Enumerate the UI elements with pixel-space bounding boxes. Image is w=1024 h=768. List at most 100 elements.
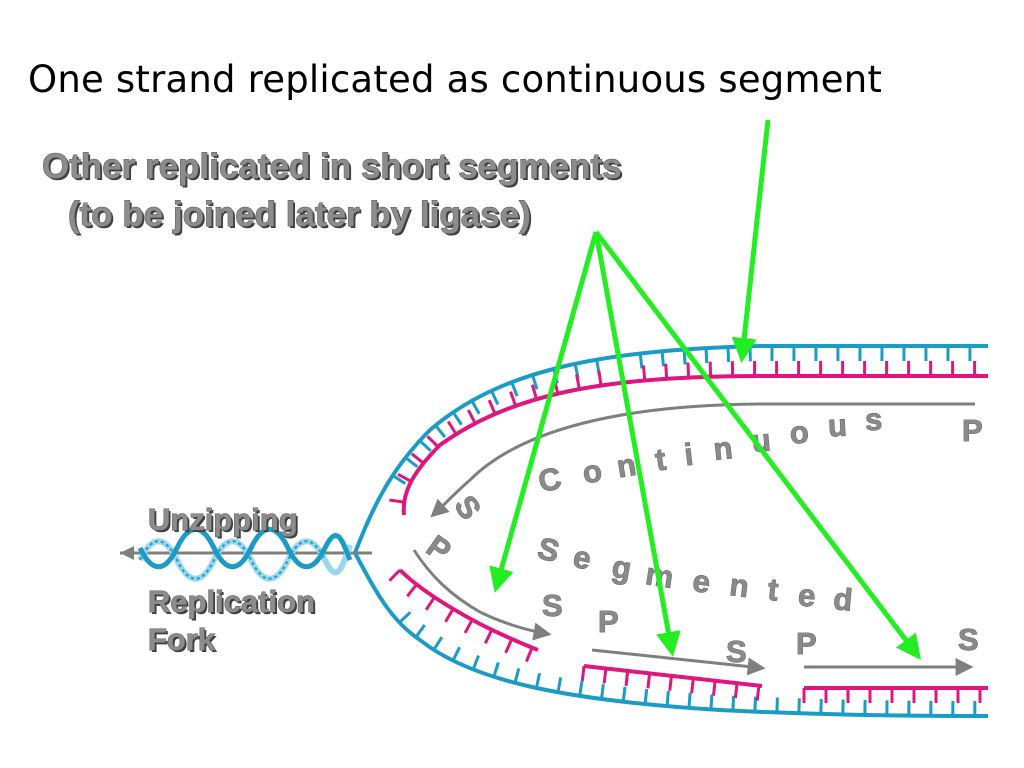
pointer-arrows xyxy=(489,119,922,660)
base-pair-rung xyxy=(643,688,649,705)
base-pair-rung xyxy=(483,629,494,644)
base-pair-rungs xyxy=(388,346,982,716)
segmented-word-letter: g xyxy=(609,549,634,587)
continuous-word-letter: t xyxy=(653,442,668,478)
base-pair-rung xyxy=(709,694,714,710)
unzipping-label-shadow: Unzipping xyxy=(150,504,300,539)
base-pair-rung xyxy=(398,611,412,624)
segmented-word-letter: e xyxy=(690,563,712,600)
continuous-word-letter: i xyxy=(682,437,695,473)
subtitle-line1-shadow: Other replicated in short segments xyxy=(44,149,624,188)
base-pair-rung xyxy=(414,624,426,639)
segmented-word-letter: t xyxy=(766,572,780,608)
base-pair-rung xyxy=(575,374,581,390)
base-pair-rung xyxy=(490,390,500,406)
continuous-word-letter: C xyxy=(535,460,564,499)
base-pair-rung xyxy=(660,351,665,367)
base-pair-rung xyxy=(704,348,709,364)
base-pair-rung xyxy=(578,680,584,697)
marker-s-fragment-3: S xyxy=(958,622,979,657)
base-pair-rung xyxy=(556,677,563,693)
pointer-arrow-fragment-3 xyxy=(594,230,922,660)
continuous-new-strand xyxy=(401,374,988,516)
base-pair-rung xyxy=(424,596,436,611)
marker-s-fragment-1: S xyxy=(542,588,563,623)
subtitle-line2: (to be joined later by ligase) xyxy=(68,195,531,234)
base-pair-rung xyxy=(597,370,603,386)
okazaki-fragment-2 xyxy=(583,664,763,688)
base-pair-rung xyxy=(668,675,673,691)
base-pair-rung xyxy=(731,695,736,711)
base-pair-rung xyxy=(487,399,497,415)
continuous-direction-arrow xyxy=(430,402,975,518)
base-pair-rung xyxy=(753,696,758,712)
base-pair-rung xyxy=(712,680,717,696)
continuous-word-letter: u xyxy=(750,422,772,459)
base-pair-rung xyxy=(755,685,761,701)
base-pair-rung xyxy=(580,665,586,682)
base-pair-rung xyxy=(624,670,630,686)
base-pair-rung xyxy=(451,646,461,662)
base-pair-rung xyxy=(621,686,627,702)
marker-s-fragment-2: S xyxy=(726,634,747,669)
base-pair-rung xyxy=(418,439,432,452)
parent-strand-bottom xyxy=(353,552,989,718)
fork-labels: Unzipping Unzipping Replication Replicat… xyxy=(148,502,318,660)
base-pair-rung xyxy=(397,473,412,483)
base-pair-rung xyxy=(665,691,670,707)
marker-p-fragment-2: P xyxy=(598,604,619,639)
base-pair-rung xyxy=(690,678,695,694)
okazaki-fragment-1 xyxy=(398,568,539,652)
subtitle: Other replicated in short segments Other… xyxy=(42,147,624,237)
fork-label-shadow: Fork xyxy=(150,624,218,659)
marker-p-fragment-3: P xyxy=(796,626,817,661)
replication-label-shadow: Replication xyxy=(150,586,317,621)
pointer-arrow-continuous xyxy=(731,119,771,363)
base-pair-rung xyxy=(599,683,605,700)
base-pair-rung xyxy=(389,498,405,504)
replication-label: Replication xyxy=(148,584,315,619)
continuous-word-letter: u xyxy=(827,408,848,444)
base-pair-rung xyxy=(471,654,480,671)
marker-p-fragment-1: P xyxy=(420,528,457,569)
continuous-word-letter: s xyxy=(864,402,882,438)
segmented-word-letter: n xyxy=(728,567,751,604)
base-pair-rung xyxy=(406,583,418,598)
base-pair-rung xyxy=(513,667,521,684)
base-pair-rung xyxy=(646,673,652,689)
base-pair-rung xyxy=(686,362,691,378)
base-pair-rung xyxy=(410,452,425,465)
base-pair-rung xyxy=(775,697,779,713)
base-pair-rung xyxy=(492,662,500,678)
segmented-word-letter: e xyxy=(797,577,817,613)
base-pair-rung xyxy=(388,568,402,582)
base-pair-rung xyxy=(525,647,534,663)
double-helix-icon xyxy=(120,526,372,582)
base-pair-rung xyxy=(726,346,731,363)
base-pair-rung xyxy=(444,608,455,623)
base-pair-rung xyxy=(534,672,542,689)
segmented-word-letter: S xyxy=(534,530,563,569)
base-pair-rung xyxy=(509,391,517,407)
base-pair-rung xyxy=(434,424,447,439)
base-pair-rung xyxy=(733,683,739,699)
base-pair-rung xyxy=(470,400,481,415)
marker-p-continuous: P xyxy=(962,413,983,448)
base-pair-rung xyxy=(404,456,419,468)
base-pair-rung xyxy=(530,384,538,400)
continuous-word-letter: n xyxy=(712,430,734,467)
base-pair-rung xyxy=(426,435,440,448)
fork-label: Fork xyxy=(148,622,216,657)
continuous-word-letter: o xyxy=(789,414,810,450)
base-pair-rung xyxy=(510,381,519,397)
pointer-arrow-fragment-1 xyxy=(489,231,599,593)
segmented-word-letter: e xyxy=(570,539,594,577)
segment-direction-arrow-1 xyxy=(412,549,552,641)
segmented-word-letter: d xyxy=(832,581,854,618)
base-pair-rung xyxy=(504,638,514,654)
base-pair-rung xyxy=(463,619,474,634)
base-pair-rung xyxy=(664,363,669,379)
